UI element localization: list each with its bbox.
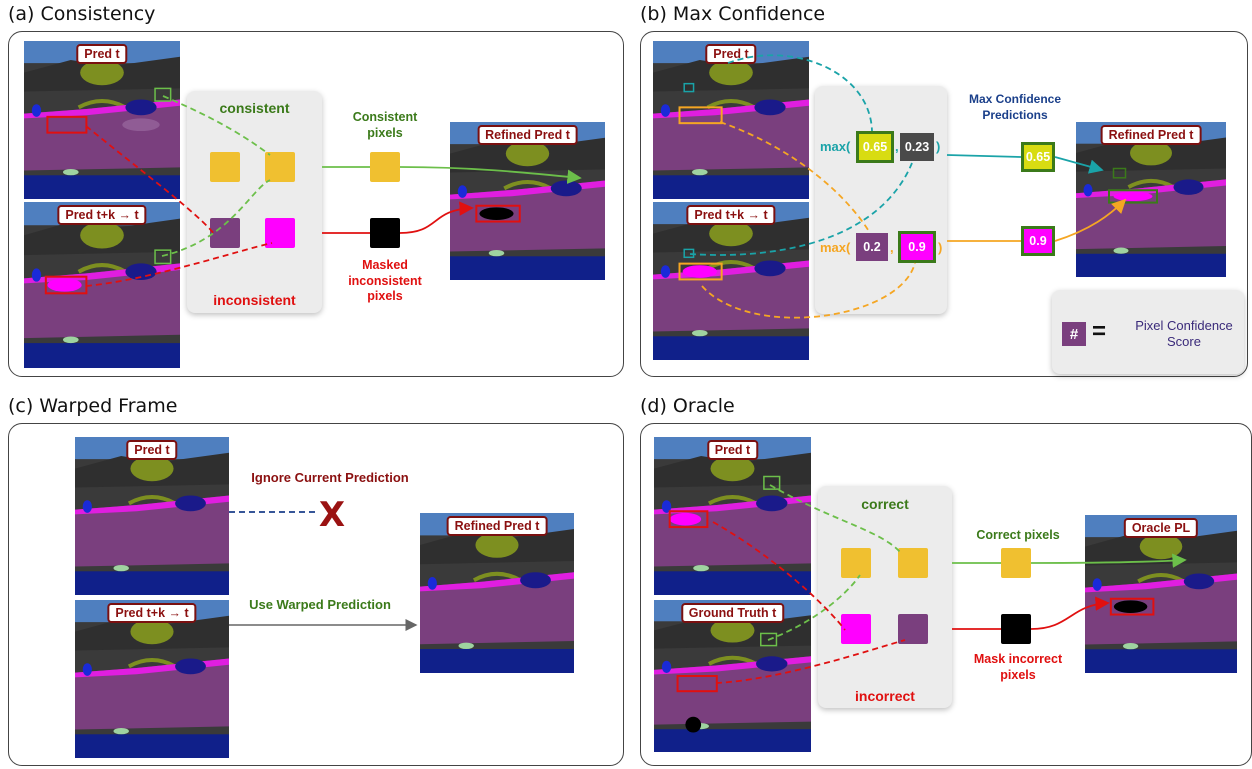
- pixel-magenta: [841, 614, 871, 644]
- scene-pred-t: Pred t: [653, 41, 809, 199]
- pixel-yellow-1: [841, 548, 871, 578]
- inconsistent-label: inconsistent: [213, 292, 296, 308]
- scene-refined: Refined Pred t: [420, 513, 574, 673]
- ignore-label: Ignore Current Prediction: [251, 470, 409, 485]
- segmentation-map: [75, 437, 229, 595]
- pixel-yellow-1: [210, 152, 240, 182]
- scene-pred-t: Pred t: [24, 41, 180, 199]
- segmentation-map: [75, 600, 229, 758]
- segmentation-map: [1076, 122, 1226, 277]
- masked-label: Masked inconsistent pixels: [348, 258, 422, 304]
- scene-label: Pred t: [706, 440, 759, 460]
- panel-d-title: (d) Oracle: [640, 395, 735, 417]
- scene-pred-t: Pred t: [654, 437, 811, 595]
- pixel-correct-out: [1001, 548, 1031, 578]
- pixel-consistent-out: [370, 152, 400, 182]
- scene-label: Ground Truth t: [680, 603, 785, 623]
- scene-label: Refined Pred t: [446, 516, 548, 536]
- segmentation-map: [450, 122, 605, 280]
- scene-refined: Refined Pred t: [450, 122, 605, 280]
- pixel-mask-out: [1001, 614, 1031, 644]
- segmentation-map: [1085, 515, 1237, 673]
- scene-pred-t: Pred t: [75, 437, 229, 595]
- close-2: ): [938, 240, 943, 255]
- correct-label: correct: [861, 496, 909, 512]
- incorrect-label: incorrect: [855, 688, 915, 704]
- legend-text: Pixel Confidence Score: [1135, 318, 1233, 350]
- scene-pred-tk: Pred t+k → t: [75, 600, 229, 758]
- out-score-0-9: 0.9: [1021, 226, 1055, 256]
- max-open-2: max(: [820, 240, 851, 255]
- segmentation-map: [24, 41, 180, 199]
- max-open-1: max(: [820, 139, 851, 154]
- scene-ground-truth: Ground Truth t: [654, 600, 811, 752]
- segmentation-map: [654, 437, 811, 595]
- mask-incorrect-label: Mask incorrect pixels: [973, 652, 1063, 682]
- scene-label: Pred t+k → t: [107, 603, 197, 623]
- scene-label: Refined Pred t: [1100, 125, 1202, 145]
- consistent-label: consistent: [219, 100, 290, 116]
- comma-2: ,: [890, 240, 894, 255]
- x-mark: X: [318, 495, 346, 535]
- legend-equals: =: [1092, 318, 1107, 345]
- scene-pred-tk: Pred t+k → t: [653, 202, 809, 360]
- close-1: ): [936, 139, 941, 154]
- segmentation-map: [24, 202, 180, 368]
- comma-1: ,: [895, 139, 899, 154]
- comparison-box: [187, 91, 322, 313]
- panel-c-title: (c) Warped Frame: [8, 395, 178, 417]
- out-score-0-65: 0.65: [1021, 142, 1055, 172]
- pixel-yellow-2: [898, 548, 928, 578]
- scene-label: Pred t: [76, 44, 128, 64]
- legend-symbol: #: [1062, 322, 1086, 346]
- correct-pixels-label: Correct pixels: [976, 528, 1060, 542]
- pixel-magenta: [265, 218, 295, 248]
- scene-pred-tk: Pred t+k → t: [24, 202, 180, 368]
- score-0-9: 0.9: [898, 231, 936, 263]
- segmentation-map: [653, 202, 809, 360]
- scene-label: Pred t: [126, 440, 178, 460]
- use-warped-label: Use Warped Prediction: [249, 597, 391, 612]
- scene-oracle-pl: Oracle PL: [1085, 515, 1237, 673]
- score-0-23: 0.23: [900, 133, 934, 161]
- max-box: [815, 86, 947, 314]
- scene-label: Pred t: [705, 44, 757, 64]
- panel-a-title: (a) Consistency: [8, 3, 156, 25]
- pixel-yellow-2: [265, 152, 295, 182]
- segmentation-map: [420, 513, 574, 673]
- scene-label: Pred t+k → t: [57, 205, 147, 225]
- max-predictions-label: Max Confidence Predictions: [968, 92, 1061, 122]
- segmentation-map: [653, 41, 809, 199]
- pixel-purple: [210, 218, 240, 248]
- score-0-2: 0.2: [856, 233, 888, 261]
- consistent-pixels-label: Consistent pixels: [352, 110, 418, 140]
- panel-b-title: (b) Max Confidence: [640, 3, 826, 25]
- score-0-65: 0.65: [856, 131, 894, 163]
- scene-refined: Refined Pred t: [1076, 122, 1226, 277]
- scene-label: Pred t+k → t: [686, 205, 776, 225]
- scene-label: Refined Pred t: [477, 125, 578, 145]
- pixel-purple: [898, 614, 928, 644]
- scene-label: Oracle PL: [1123, 518, 1199, 538]
- comparison-box: [818, 486, 952, 708]
- pixel-masked-out: [370, 218, 400, 248]
